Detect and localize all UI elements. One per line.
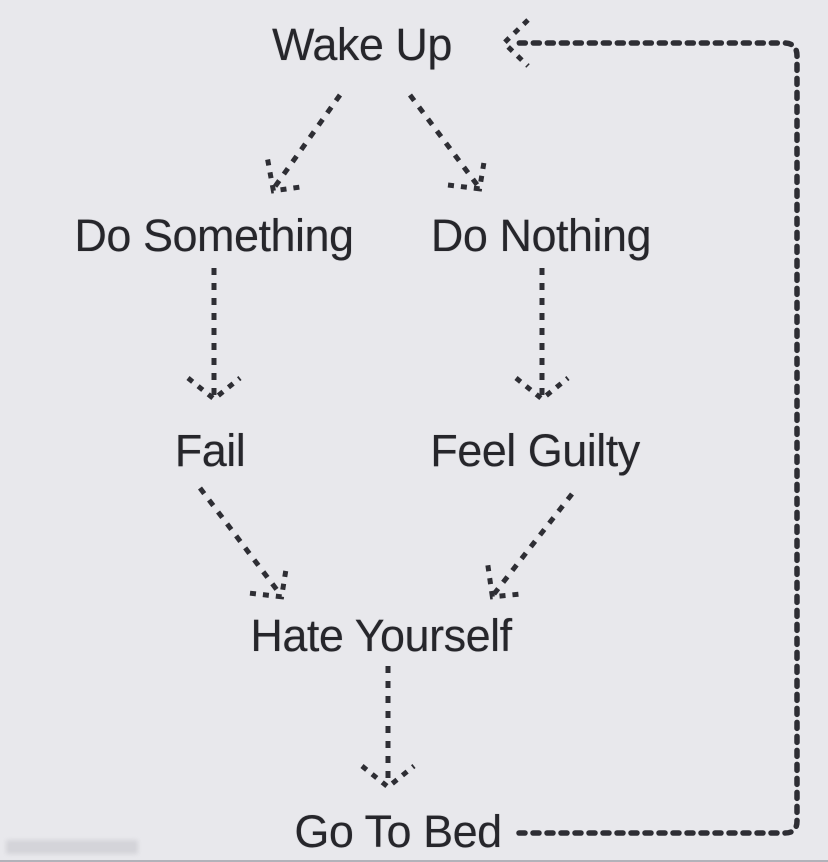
bottom-edge-line [0,860,828,862]
edge-wake-up-to-do-something [265,93,343,194]
edge-wake-up-to-do-nothing [407,93,488,192]
edge-fail-to-hate-yourself [198,486,290,600]
node-feel-guilty: Feel Guilty [430,425,640,476]
watermark-smudge [6,840,138,854]
edge-do-nothing-to-feel-guilty [514,268,570,403]
node-do-nothing: Do Nothing [430,210,652,261]
edge-do-something-to-fail [186,268,242,403]
edge-hate-yourself-to-go-to-bed [360,666,416,791]
edge-feel-guilty-to-hate-yourself [485,492,574,600]
node-wake-up: Wake Up [272,19,452,70]
node-go-to-bed: Go To Bed [294,806,502,857]
node-hate-yourself: Hate Yourself [250,610,512,661]
node-fail: Fail [174,425,246,476]
node-do-something: Do Something [74,210,354,261]
